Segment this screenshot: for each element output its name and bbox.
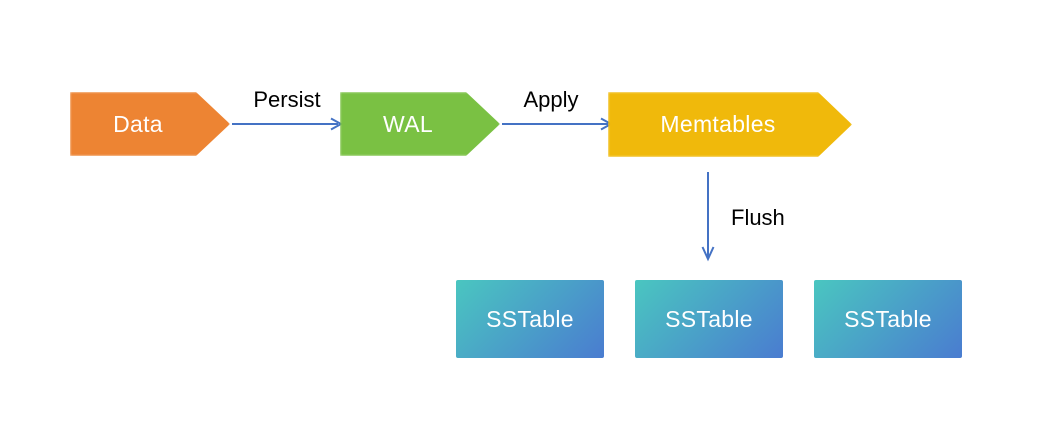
node-memtables: Memtables xyxy=(608,92,852,157)
node-data: Data xyxy=(70,92,230,156)
persist-edge-label: Persist xyxy=(253,87,321,112)
node-sstable-2-label: SSTable xyxy=(665,305,753,332)
flush-arrow-icon xyxy=(701,172,715,262)
apply-edge-label: Apply xyxy=(523,87,579,112)
chevron-arrow-shape xyxy=(70,92,230,156)
node-sstable-3: SSTable xyxy=(814,280,962,358)
chevron-arrow-shape xyxy=(608,92,852,157)
node-data-label: Data xyxy=(113,110,163,137)
apply-arrow-icon xyxy=(502,117,614,131)
persist-arrow-icon xyxy=(232,117,344,131)
flush-edge-label: Flush xyxy=(731,205,785,230)
node-sstable-1: SSTable xyxy=(456,280,604,358)
node-sstable-3-label: SSTable xyxy=(844,305,932,332)
node-sstable-1-label: SSTable xyxy=(486,305,574,332)
node-wal: WAL xyxy=(340,92,500,156)
node-wal-label: WAL xyxy=(383,110,433,137)
node-memtables-label: Memtables xyxy=(660,111,776,137)
node-sstable-2: SSTable xyxy=(635,280,783,358)
chevron-arrow-shape xyxy=(340,92,500,156)
